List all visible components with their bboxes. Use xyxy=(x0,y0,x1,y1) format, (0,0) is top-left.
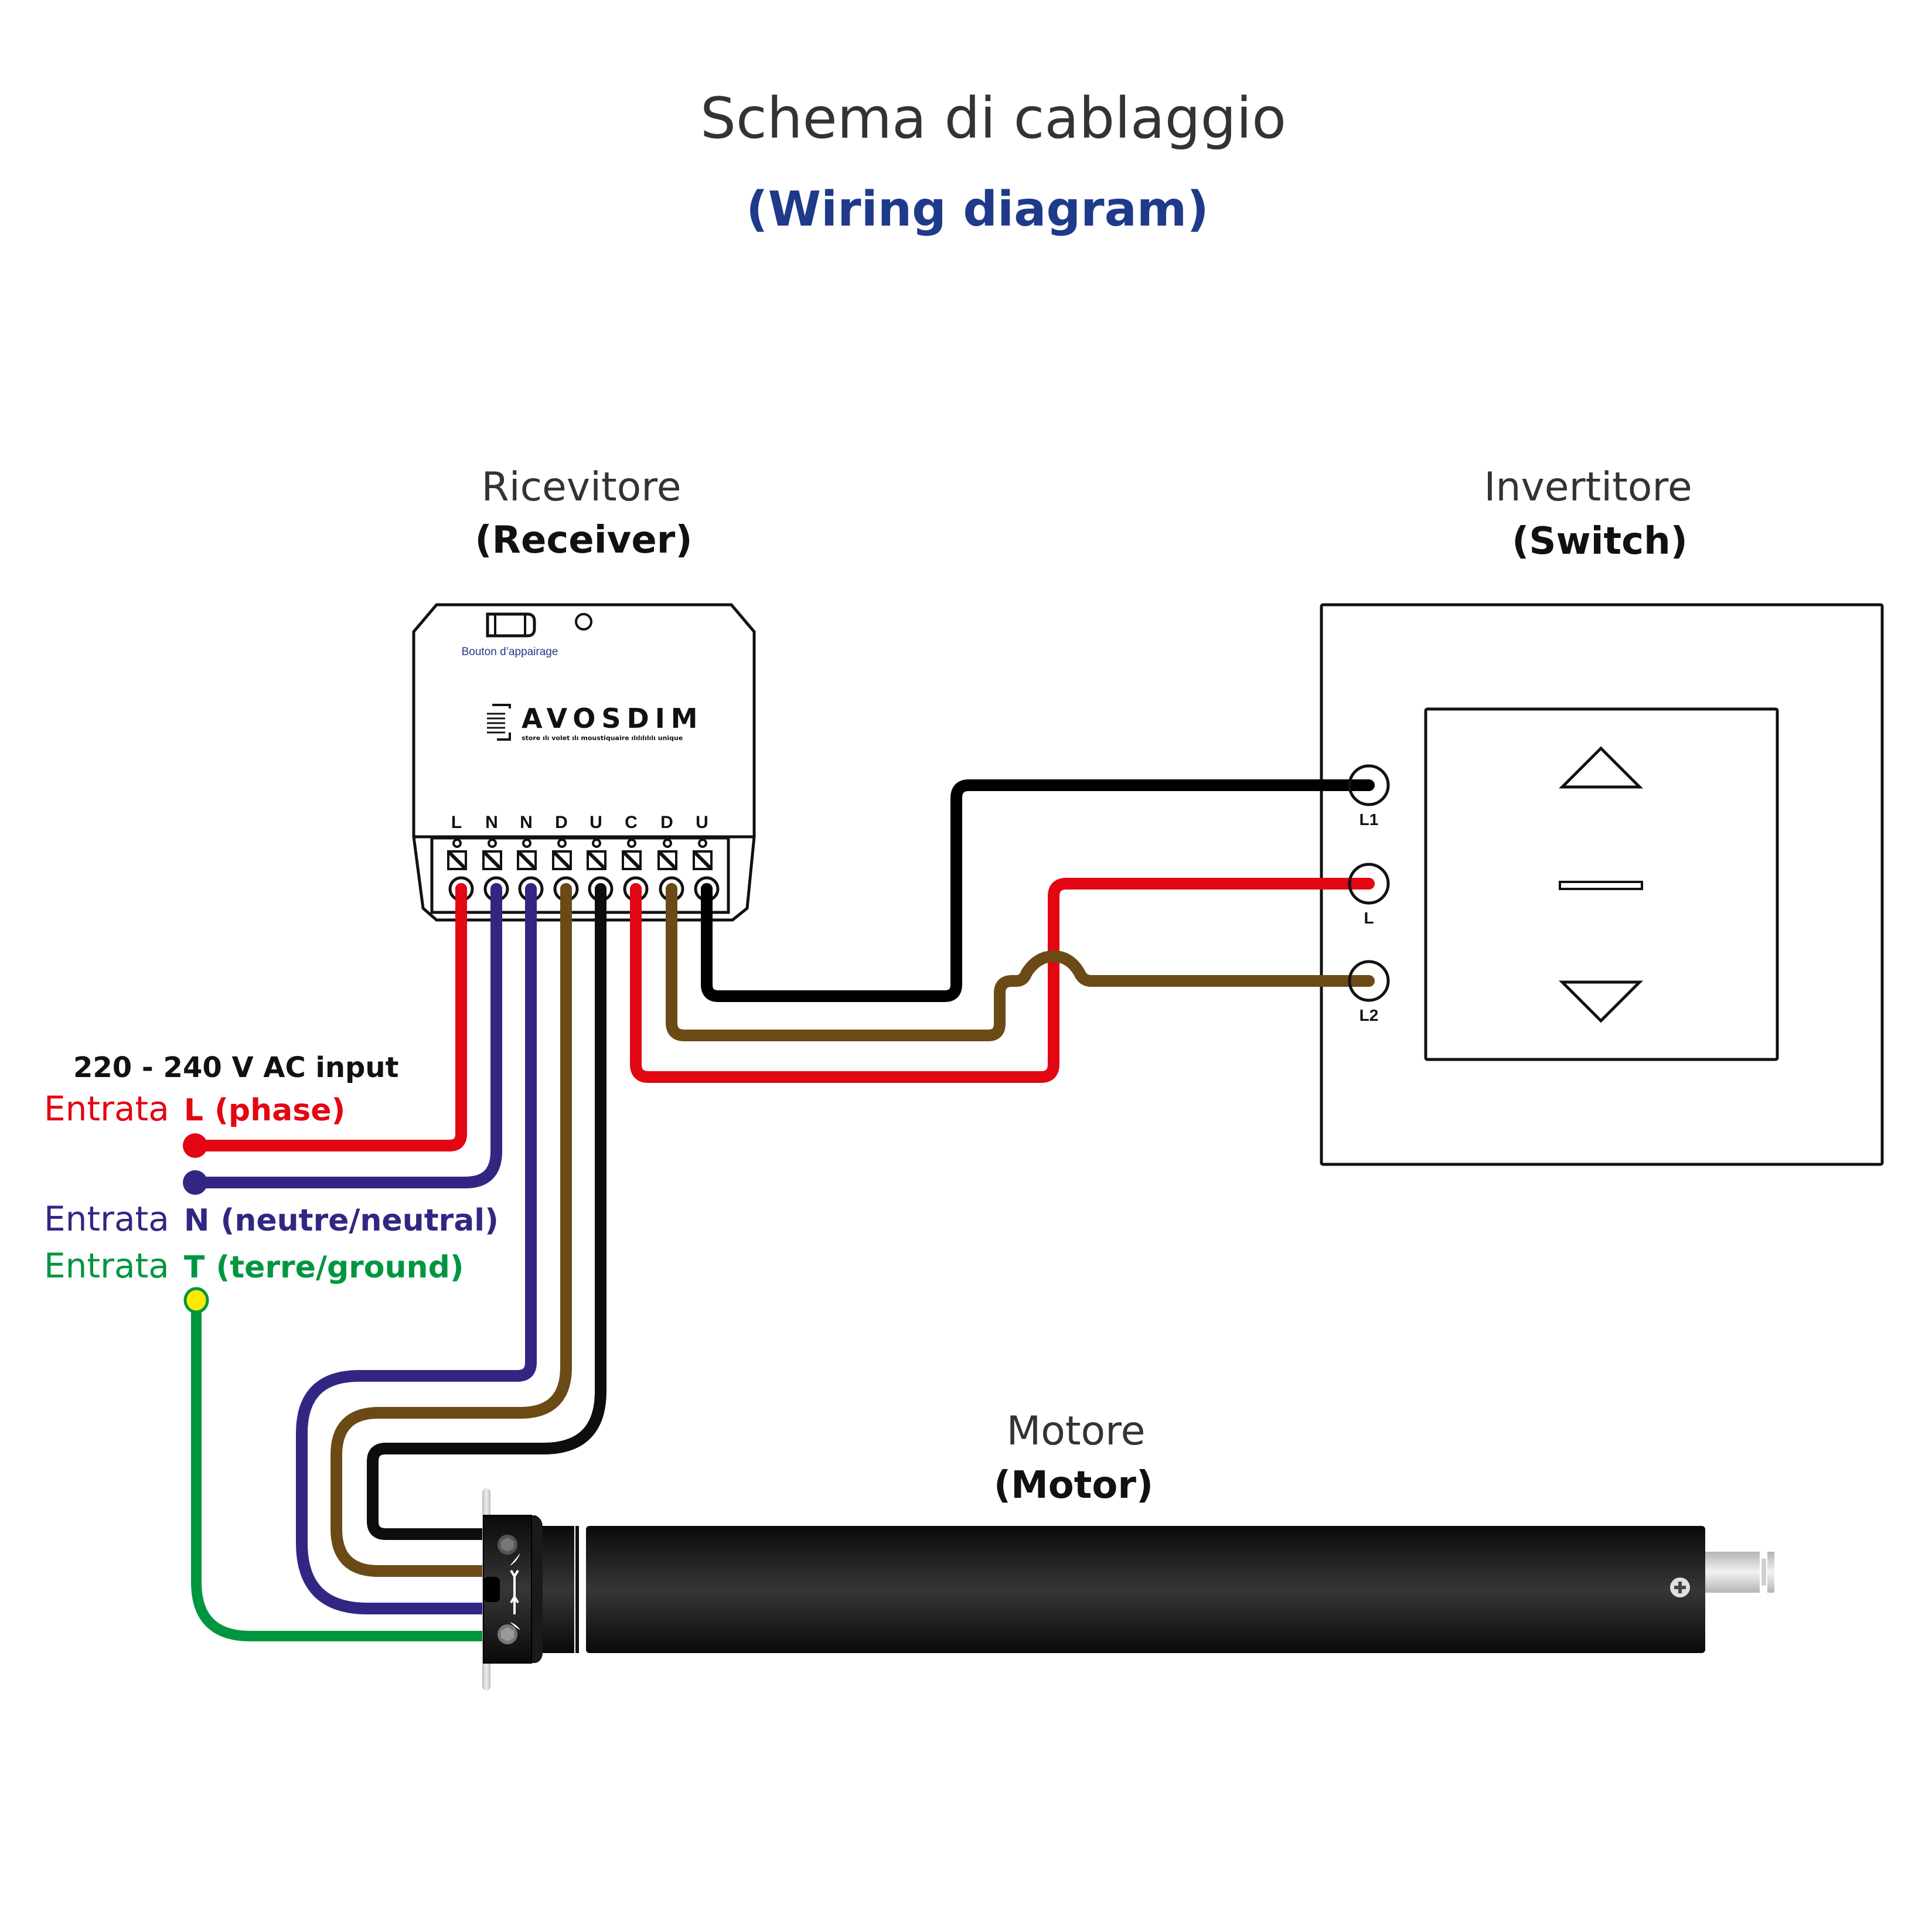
switch-device xyxy=(1320,603,1884,1166)
receiver-device: Bouton d’appairage AVOSDIM store ılı vol… xyxy=(412,603,756,932)
switch-terminal-label: L2 xyxy=(1359,1006,1379,1024)
wire-phase-input xyxy=(190,883,467,1151)
receiver-label-en: (Receiver) xyxy=(475,519,692,562)
switch-terminal xyxy=(1348,764,1390,806)
status-led-icon xyxy=(575,613,592,631)
terminal-label: N xyxy=(485,813,498,832)
wire-black-u-to-l1 xyxy=(701,779,1375,1002)
screw-slot xyxy=(586,850,607,871)
terminal-indicator-icon xyxy=(627,839,636,848)
screw-slot xyxy=(482,850,503,871)
screw-slot xyxy=(447,850,468,871)
switch-terminal xyxy=(1348,863,1390,905)
motor-label: Motore xyxy=(1007,1408,1146,1454)
terminal-label: U xyxy=(696,813,708,832)
motor-wires xyxy=(296,883,606,1614)
switch-label-en: (Switch) xyxy=(1512,520,1688,563)
screw-slot xyxy=(621,850,642,871)
switch-terminal-label: L1 xyxy=(1359,810,1379,829)
phase-terminal-dot xyxy=(183,1133,207,1158)
wires xyxy=(630,779,1375,1083)
pairing-button-label: Bouton d’appairage xyxy=(462,646,558,658)
receiver-label: Ricevitore xyxy=(481,464,681,510)
ground-terminal-dot xyxy=(183,1287,209,1314)
brand-name: AVOSDIM xyxy=(522,703,704,734)
page-subtitle: (Wiring diagram) xyxy=(746,182,1209,237)
switch-terminal xyxy=(1348,960,1390,1002)
terminal-label: D xyxy=(555,813,568,832)
terminal-indicator-icon xyxy=(522,839,531,848)
switch-terminals: L1L L2 xyxy=(1348,764,1390,1024)
terminal-label: N xyxy=(520,813,533,832)
terminal-label: D xyxy=(660,813,673,832)
screw-slot xyxy=(657,850,678,871)
page-title: Schema di cablaggio xyxy=(700,86,1286,151)
down-arrow-icon[interactable] xyxy=(1558,980,1644,1023)
voltage-label: 220 - 240 V AC input xyxy=(73,1051,399,1084)
terminal-indicator-icon xyxy=(592,839,601,848)
motor-body xyxy=(586,1526,1705,1653)
terminal-indicator-icon xyxy=(698,839,707,848)
avosdim-logo: AVOSDIM store ılı volet ılı moustiquaire… xyxy=(487,703,704,742)
wire-brown-motor xyxy=(330,883,572,1577)
wire-neutral-motor xyxy=(296,883,537,1614)
terminal-label: C xyxy=(625,813,638,832)
screw-slot xyxy=(516,850,537,871)
screw-slot xyxy=(692,850,713,871)
neutral-terminal-dot xyxy=(183,1170,207,1195)
terminal-label: U xyxy=(590,813,602,832)
terminal-label: L xyxy=(451,813,462,832)
power-input-wires xyxy=(183,883,502,1641)
motor-shaft xyxy=(1701,1552,1760,1593)
terminal-indicator-icon xyxy=(557,839,567,848)
up-arrow-icon[interactable] xyxy=(1558,746,1644,789)
terminal-indicator-icon xyxy=(452,839,462,848)
input-phase-label: Entrata L (phase) xyxy=(44,1089,345,1129)
motor-label-en: (Motor) xyxy=(994,1464,1153,1507)
wire-ground xyxy=(191,1299,492,1641)
wire-black-motor xyxy=(367,883,606,1540)
input-neutral-label: Entrata N (neutre/neutral) xyxy=(44,1199,499,1239)
pairing-button[interactable] xyxy=(486,612,536,638)
input-ground-label: Entrata T (terre/ground) xyxy=(44,1246,464,1286)
switch-terminal-label: L xyxy=(1364,909,1374,927)
tubular-motor xyxy=(482,1488,1774,1691)
screw-slot xyxy=(551,850,573,871)
up-direction-icon xyxy=(510,1594,519,1614)
brand-tagline: store ılı volet ılı moustiquaire ılılılı… xyxy=(522,734,683,742)
terminal-indicator-icon xyxy=(488,839,497,848)
stop-bar-icon[interactable] xyxy=(1559,881,1643,890)
terminal-indicator-icon xyxy=(663,839,672,848)
wire-red-c-to-l xyxy=(630,878,1375,1083)
wire-brown-d-to-l2 xyxy=(666,883,1375,1041)
switch-label: Invertitore xyxy=(1484,464,1692,510)
wire-neutral-input xyxy=(190,883,502,1188)
